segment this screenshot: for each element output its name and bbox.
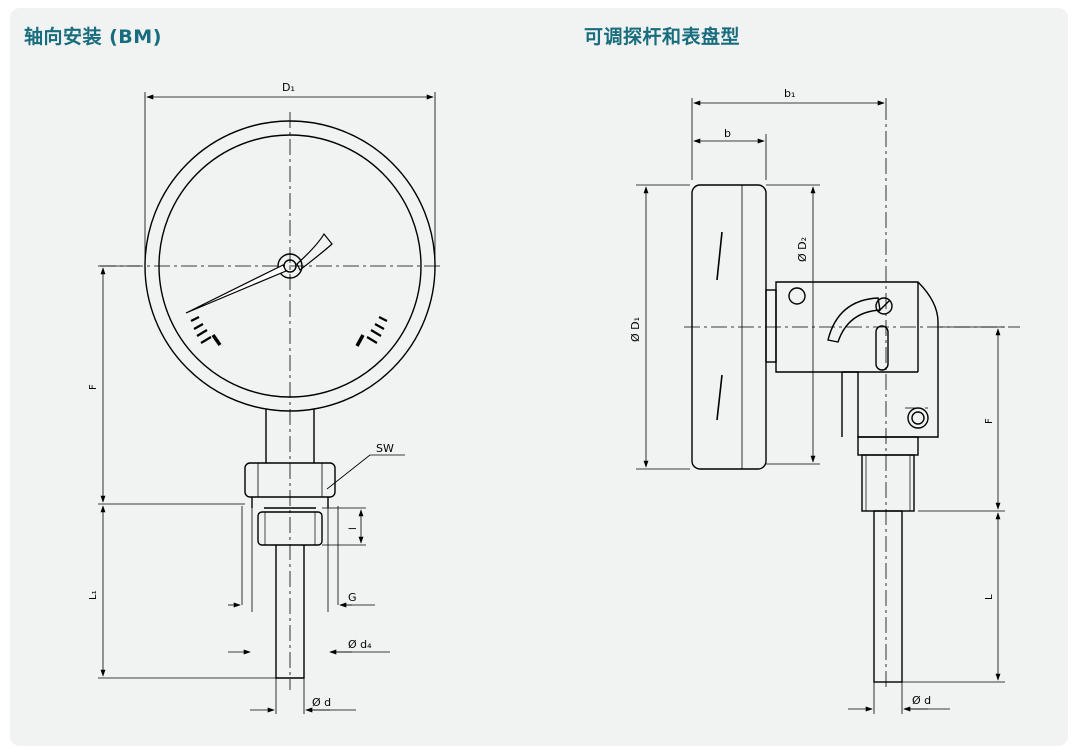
- thread-lines: [241, 506, 339, 612]
- dimension-b1: [691, 98, 887, 180]
- label-f-left: F: [88, 384, 99, 390]
- dimension-d2: [766, 184, 820, 465]
- dimension-l-right: [902, 512, 1005, 683]
- center-lines-right: [684, 104, 1020, 690]
- dimension-d1: [144, 92, 436, 260]
- dimension-d-left: [250, 678, 356, 714]
- dimension-f: [98, 265, 245, 505]
- scale-marks-right: [355, 316, 388, 347]
- label-l-right: L: [984, 594, 995, 600]
- mounting-bracket: [765, 281, 939, 438]
- label-d-right: Ø d: [912, 694, 931, 707]
- label-b1: b₁: [784, 87, 795, 100]
- label-d4: Ø d₄: [348, 638, 372, 651]
- label-sw: SW: [376, 442, 394, 455]
- adjustable-stem: [857, 436, 919, 683]
- adjustable-stem-gauge-drawing: [636, 98, 1020, 714]
- label-f-right: F: [984, 418, 995, 424]
- label-g: G: [348, 591, 357, 604]
- right-diagram-title: 可调探杆和表盘型: [584, 26, 741, 48]
- dimension-small-l: [322, 507, 366, 546]
- scale-marks-left: [190, 316, 222, 347]
- label-d1-right: Ø D₁: [629, 317, 642, 342]
- left-diagram-title: 轴向安装 (BM): [24, 26, 162, 48]
- sw-leader: [326, 454, 405, 490]
- dimension-b: [693, 134, 767, 180]
- label-d1: D₁: [282, 81, 295, 94]
- dimension-d1-right: [636, 184, 690, 470]
- gauge-stem: [244, 409, 336, 679]
- label-small-l: l: [348, 527, 359, 530]
- diagram-panel: [10, 8, 1068, 746]
- label-l1: L₁: [88, 590, 99, 600]
- dimension-f-right: [918, 326, 1005, 512]
- dimension-d-right: [848, 682, 950, 714]
- dimension-l1: [98, 505, 276, 679]
- label-d-left: Ø d: [312, 696, 331, 709]
- dial-side-view: [691, 184, 767, 470]
- label-d2: Ø D₂: [796, 237, 809, 262]
- axial-mount-gauge-drawing: [98, 92, 442, 714]
- label-b: b: [724, 127, 731, 140]
- center-lines: [100, 112, 442, 690]
- gauge-pointer: [185, 232, 333, 314]
